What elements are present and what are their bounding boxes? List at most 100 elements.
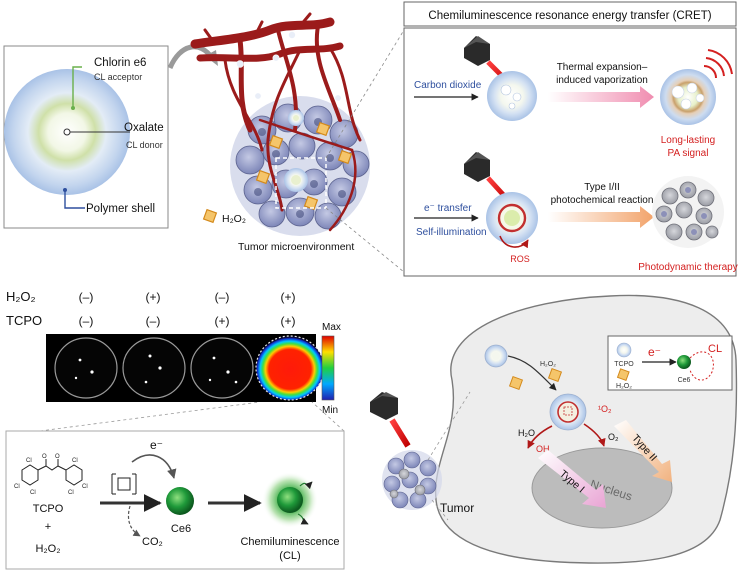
label-singlet-o2: ¹O₂: [598, 404, 612, 414]
laser-3: [370, 392, 411, 448]
label-type-1: Type I/II: [584, 182, 620, 193]
cl-emission-waves: [297, 481, 313, 525]
cret-np-2: [660, 69, 716, 125]
label-reaction-h2o2: H₂O₂: [35, 543, 60, 555]
label-carbon-dioxide: Carbon dioxide: [414, 80, 482, 91]
electron-arrow: [131, 454, 177, 479]
label-oh: OH: [536, 444, 550, 454]
dioxetanedione: [111, 473, 137, 495]
cell-activated-core: [557, 401, 579, 423]
zoom-box: [275, 157, 327, 209]
well4-h2o2: (+): [281, 290, 296, 304]
dead-cells-cluster: [652, 176, 724, 248]
cret-np-3-inner: [504, 210, 520, 226]
pink-process-arrow: [548, 86, 654, 108]
color-scale-bar: [321, 335, 335, 401]
tumor-cluster: [230, 96, 370, 236]
cret-np-2-bubbles: [671, 82, 705, 110]
label-pa-2: PA signal: [668, 148, 709, 159]
h2o2-legend-diamond: [202, 208, 218, 224]
co2-release-arrow: [127, 505, 141, 537]
cell-h2o2-label: H₂O₂: [540, 361, 556, 368]
well1-tcpo: (–): [79, 314, 94, 328]
inset-ce6-ball: [677, 355, 691, 369]
label-cl-acceptor: CL acceptor: [94, 72, 142, 82]
well3-tcpo: (+): [215, 314, 230, 328]
label-cl-donor: CL donor: [126, 140, 163, 150]
zoom-line-bottom: [325, 207, 405, 273]
label-tumor-h2o2: H₂O₂: [222, 213, 246, 225]
type-ii-arrow: [614, 420, 672, 482]
label-ce6: Ce6: [171, 523, 191, 535]
inset-h2o2-label: H₂O₂: [616, 383, 632, 390]
svg-text:Cl: Cl: [82, 484, 88, 490]
inset-cl-label: CL: [708, 343, 722, 355]
cell-activated-square: [563, 406, 573, 416]
label-type-2: photochemical reaction: [551, 195, 654, 206]
np-core-dot: [63, 128, 71, 136]
internalization-arrow: [507, 355, 557, 391]
tcpo-structure: [21, 459, 83, 486]
label-self-illumination: Self-illumination: [416, 227, 487, 238]
cret-np-1-bubbles: [500, 84, 522, 110]
tumor-small: [382, 450, 442, 510]
well2-tcpo: (–): [146, 314, 161, 328]
label-o2: O₂: [608, 432, 619, 442]
ce6-ball: [166, 487, 194, 515]
inset-tcpo-label: TCPO: [614, 361, 634, 368]
scale-min-label: Min: [322, 405, 338, 416]
label-plus: +: [45, 521, 51, 533]
svg-text:Cl: Cl: [72, 458, 78, 464]
injection-arrow: [167, 44, 215, 70]
well3-h2o2: (–): [215, 290, 230, 304]
label-h2o: H₂O: [518, 428, 535, 438]
svg-text:Cl: Cl: [26, 458, 32, 464]
well-speckles: [74, 354, 238, 384]
pa-signal-waves: [703, 49, 733, 79]
h2o2-diamonds: [255, 121, 353, 211]
wells: [54, 337, 254, 399]
zoom-line-right: [311, 401, 345, 432]
well1-h2o2: (–): [79, 290, 94, 304]
well-row2-label: TCPO: [6, 313, 42, 328]
cell-h2o2-diamond-1: [508, 375, 524, 391]
tumor-nanoparticles: [284, 110, 308, 192]
label-co2: CO₂: [142, 536, 163, 548]
well2-h2o2: (+): [146, 290, 161, 304]
label-e-minus: e⁻: [150, 438, 163, 452]
cret-title: Chemiluminescence resonance energy trans…: [428, 10, 711, 22]
scale-max-label: Max: [322, 322, 341, 333]
label-thermal-1: Thermal expansion–: [557, 62, 648, 73]
ros-arrow: [499, 235, 529, 249]
svg-text:Cl: Cl: [68, 490, 74, 496]
well-row1-label: H₂O₂: [6, 289, 36, 304]
label-pdt: Photodynamic therapy: [638, 262, 738, 273]
shell-leader-line: [64, 190, 85, 209]
orange-process-arrow: [548, 206, 654, 228]
cell-h2o2-diamond-2: [547, 367, 563, 383]
svg-text:Cl: Cl: [14, 484, 20, 490]
svg-text:Cl: Cl: [30, 490, 36, 496]
inset-np: [616, 342, 632, 358]
type-ii-path-arrow: [583, 423, 606, 447]
type-i-path-arrow: [527, 425, 553, 449]
type-i-arrow: [538, 450, 606, 508]
label-e-transfer: e⁻ transfer: [424, 203, 472, 214]
chlorin-leader-line: [72, 66, 82, 108]
label-pa-1: Long-lasting: [661, 135, 715, 146]
tumor-zoom-line-2: [431, 499, 449, 521]
tumor-zoom-line-1: [427, 391, 471, 461]
label-polymer-shell: Polymer shell: [86, 203, 155, 215]
inset-e-minus: e⁻: [648, 345, 661, 359]
cret-title-box: [403, 1, 737, 27]
label-thermal-2: induced vaporization: [556, 75, 648, 86]
label-tcpo: TCPO: [33, 503, 64, 515]
svg-text:O: O: [42, 454, 47, 460]
shell-marker: [63, 188, 67, 192]
vessel-particles: [236, 31, 342, 102]
well4-tcpo: (+): [281, 314, 296, 328]
cret-np-1: [487, 71, 537, 121]
